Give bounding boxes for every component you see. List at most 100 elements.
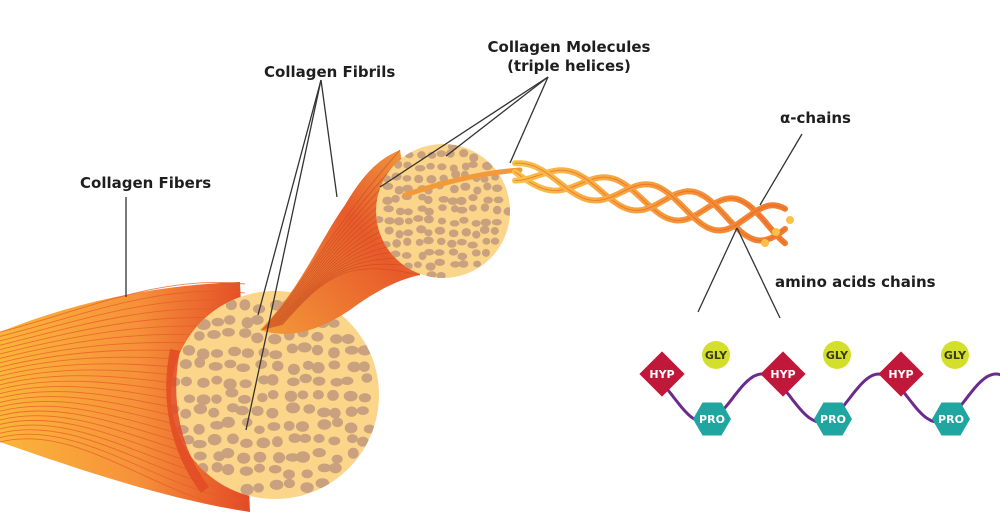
chain-end [786, 216, 794, 224]
fibril-dot [311, 361, 325, 374]
fibril-dot [237, 452, 251, 464]
fibril-dot [461, 162, 470, 171]
fibril-dot [238, 394, 251, 404]
fibril-dot [404, 151, 414, 159]
fibril-dot [482, 237, 491, 245]
fibril-dot [426, 175, 437, 184]
fibril-dot [211, 317, 225, 327]
fibril-dot [317, 407, 331, 418]
fibril-dot [459, 149, 469, 158]
fibril-dot [283, 478, 295, 489]
fibril-dot [423, 236, 434, 245]
fibril-dot [239, 466, 254, 476]
fibril-dot [193, 331, 205, 341]
fibril-dot [299, 373, 312, 384]
fibril-dot [207, 330, 221, 339]
fibril-dot [317, 419, 332, 430]
fibril-dot [267, 422, 281, 431]
fibril-dot [207, 433, 222, 446]
fibril-dot [434, 258, 446, 266]
fibril-dot [283, 469, 295, 480]
fibril-dot [331, 454, 343, 464]
fibril-dot [458, 260, 469, 268]
fibril-dot [239, 379, 252, 389]
svg-text:HYP: HYP [770, 368, 795, 381]
fibril-dot [357, 345, 372, 356]
fibril-dot [223, 378, 237, 390]
fibril-dot [434, 249, 445, 256]
fibril-dot [417, 205, 427, 212]
fibril-dot [266, 407, 279, 419]
fibril-dot [193, 451, 207, 461]
fibril-dot [404, 217, 413, 225]
fiber-cross-section [166, 291, 379, 499]
fibril-dot [273, 452, 286, 464]
fibril-dot [253, 451, 267, 463]
hyp-residue: HYP [878, 351, 924, 397]
fibril-dot [211, 462, 223, 473]
fibril-dot [426, 162, 435, 170]
fibril-dot [284, 390, 298, 402]
fibril-dot [239, 299, 251, 311]
fibril-dot [197, 377, 210, 388]
fibril-dot [363, 424, 376, 434]
fibril-dot [402, 184, 413, 193]
fibril-dot [416, 225, 427, 234]
fibril-dot [193, 403, 208, 415]
fibril-dot [456, 206, 468, 214]
fibril-dot [256, 437, 271, 449]
fibril-dot [330, 334, 343, 344]
fibril-dot [210, 420, 224, 430]
fibril-dot [254, 425, 265, 435]
pro-residue: PRO [932, 402, 970, 436]
fibril-dot [471, 249, 481, 257]
fibril-dot [384, 226, 394, 235]
fibril-dot [241, 317, 254, 329]
fibril-dot [424, 195, 433, 205]
fibril-dot [468, 161, 478, 169]
fibril-dot [287, 377, 300, 387]
fibril-dot [288, 433, 301, 444]
fibril-dot [468, 204, 477, 212]
fibril-dot [491, 218, 502, 226]
fibril-dot [473, 260, 482, 268]
fibril-dot [211, 375, 223, 385]
fibril-dot [358, 361, 370, 372]
fibril-dot [196, 348, 210, 360]
fibril-dot [394, 186, 404, 195]
fibril-dot [255, 359, 268, 369]
fibril-dot [347, 447, 359, 459]
fibril-dot [459, 216, 469, 224]
fibril-dot [180, 376, 192, 387]
fibril-dot [424, 207, 434, 216]
fibril-dot [392, 239, 402, 248]
fibril-dot [403, 229, 414, 237]
fibril-dot [395, 230, 404, 239]
svg-text:HYP: HYP [649, 368, 674, 381]
fibril-dot [267, 390, 279, 400]
fibril-dot [225, 387, 239, 398]
svg-text:PRO: PRO [699, 413, 725, 426]
fibril-dot [297, 390, 309, 400]
fibril-dot [345, 406, 358, 417]
fibril-dot [300, 482, 314, 493]
fibril-dot [211, 394, 222, 404]
fibril-dot [402, 175, 412, 182]
fibril-dot [347, 361, 361, 373]
fibril-dot [357, 436, 369, 447]
fibril-dot [251, 405, 264, 417]
fibril-dot [312, 376, 326, 386]
fibril-dot [341, 333, 355, 344]
fibril-dot [317, 463, 332, 473]
pro-residue: PRO [693, 402, 731, 436]
fibril-dot [448, 248, 459, 256]
fibril-dot [287, 363, 300, 376]
gly-residue: GLY [702, 341, 730, 369]
fibril-dot [250, 315, 264, 325]
fibril-dot [301, 469, 313, 479]
fibril-dot [347, 434, 358, 444]
fibril-dot [451, 170, 461, 179]
fibril-dot [269, 479, 284, 490]
fibril-dot [417, 151, 426, 159]
